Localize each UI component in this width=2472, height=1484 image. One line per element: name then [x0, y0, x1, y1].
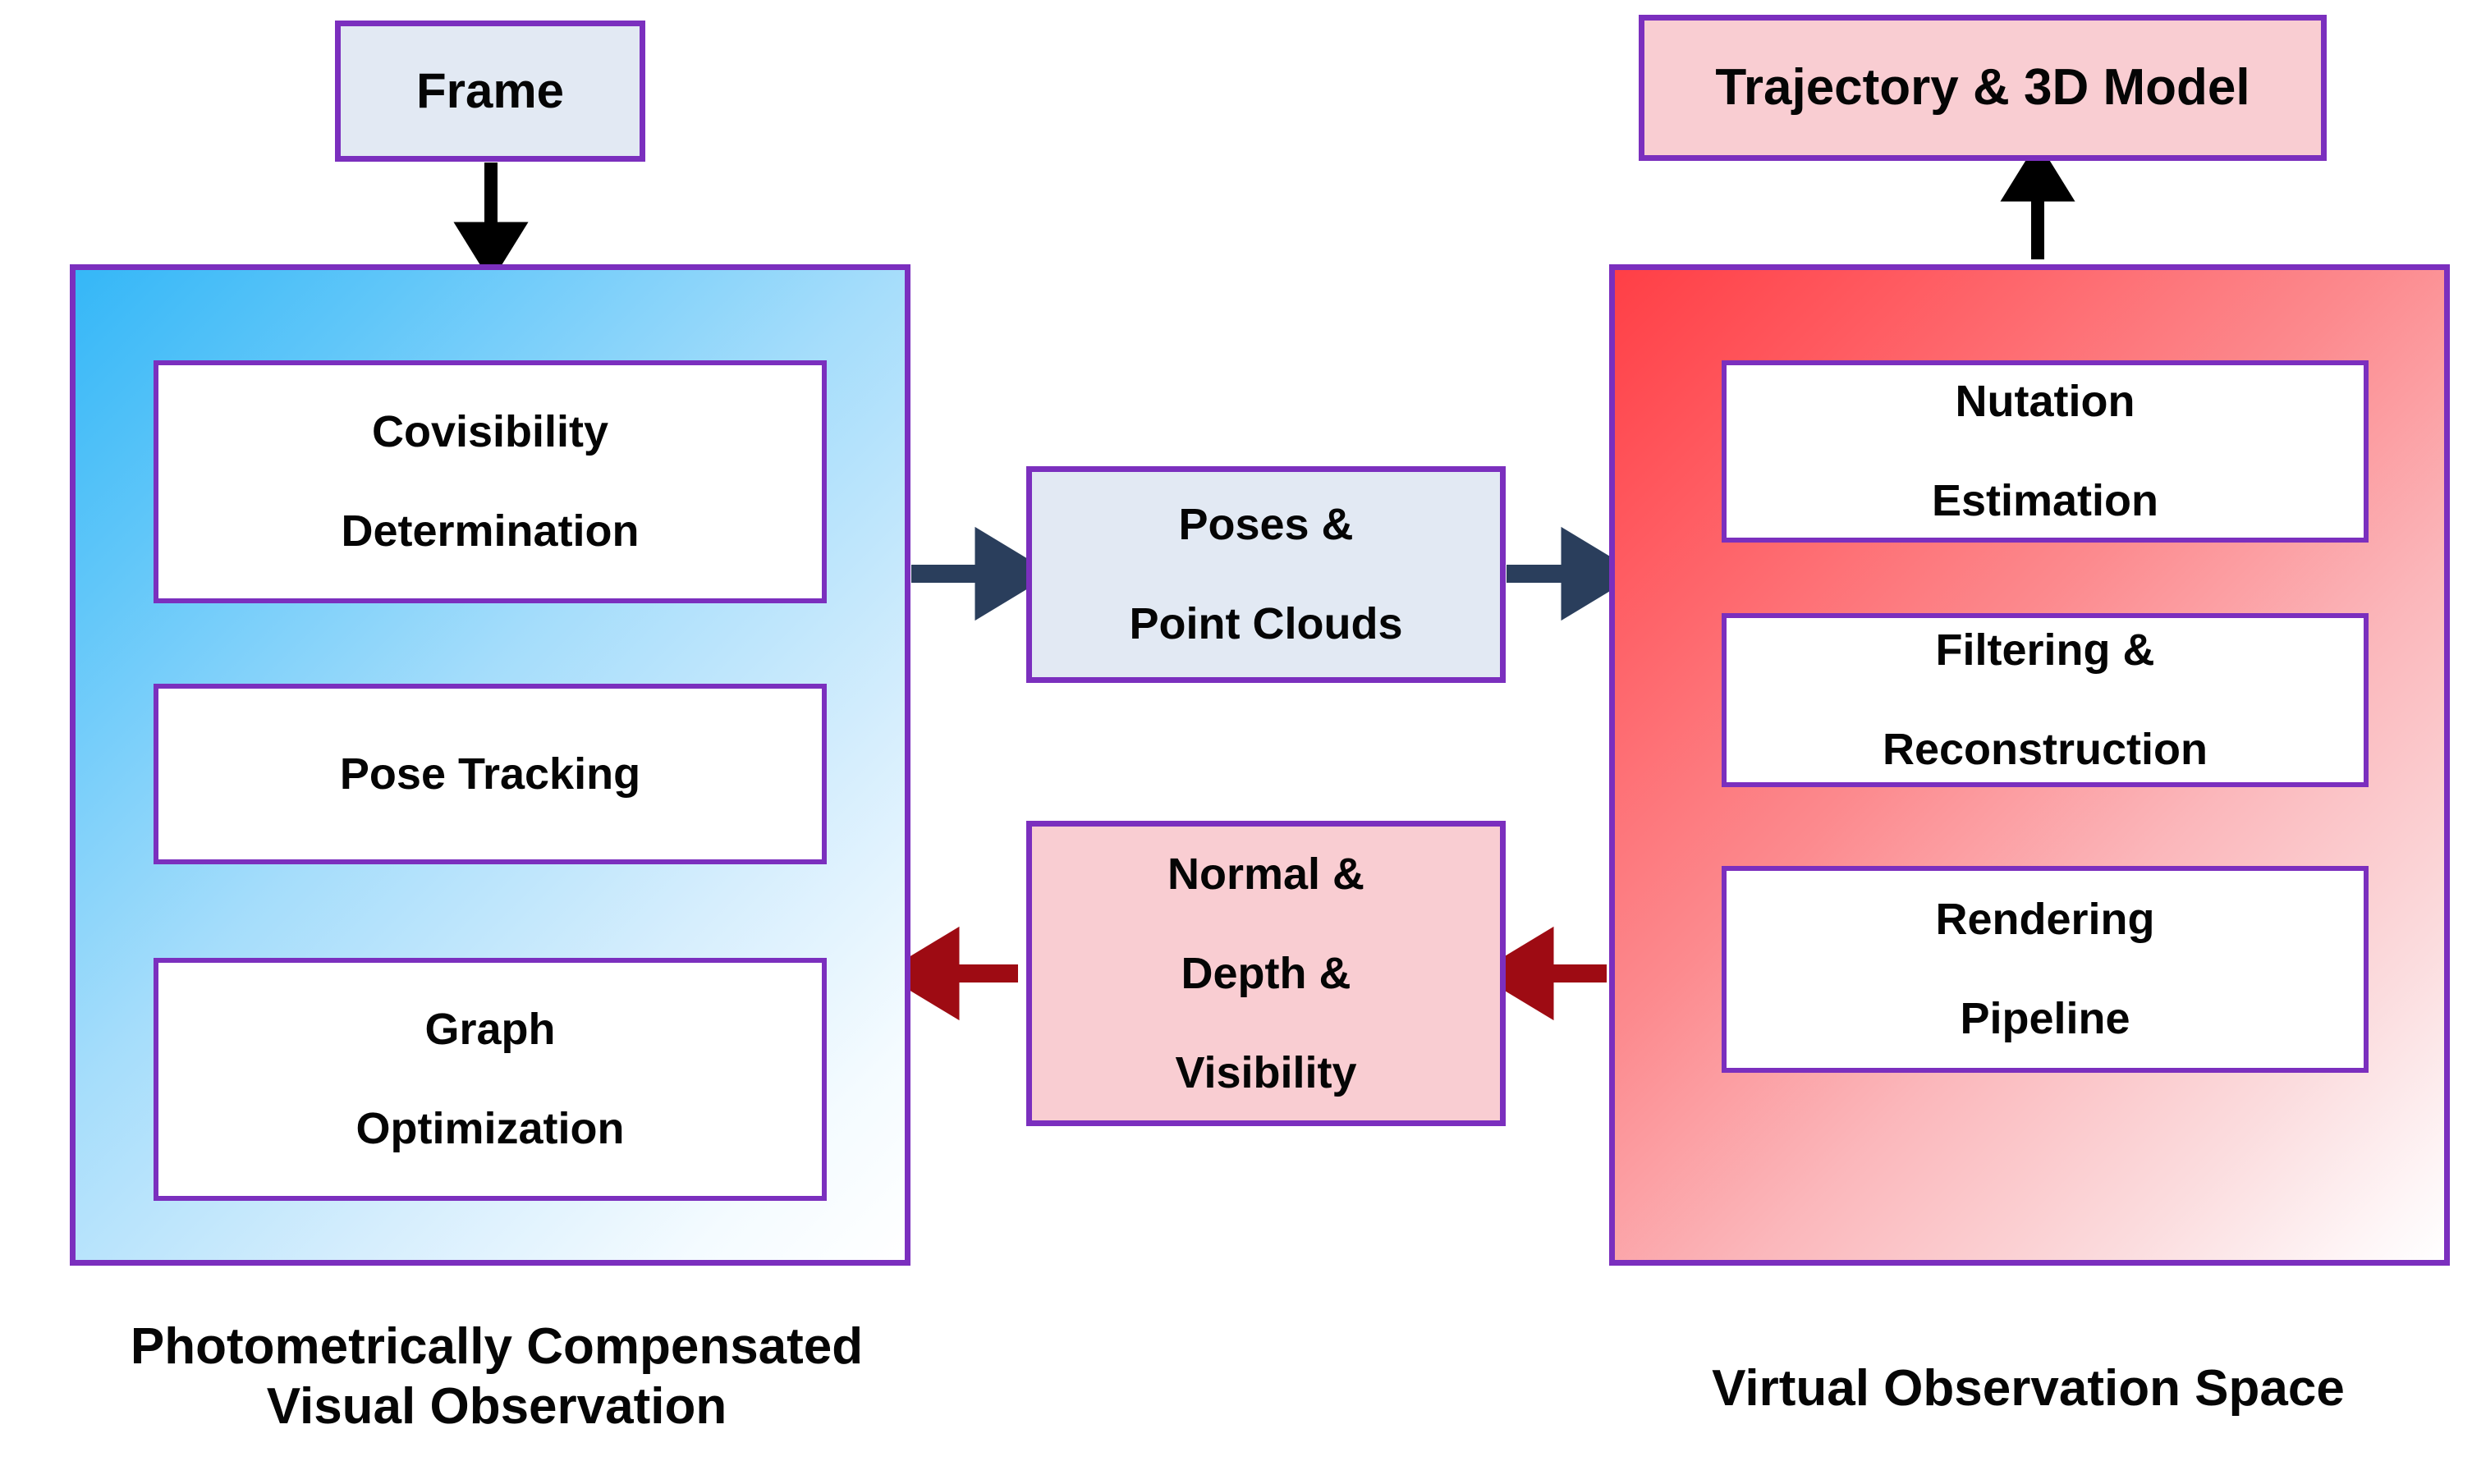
module-nutation-estimation-line1: Nutation: [1955, 377, 2135, 427]
module-filtering-reconstruction[interactable]: Filtering & Reconstruction: [1722, 613, 2369, 787]
right-panel-caption-line1: Virtual Observation Space: [1712, 1360, 2345, 1417]
trajectory-3d-model-box[interactable]: Trajectory & 3D Model: [1639, 15, 2327, 161]
normal-depth-visibility-box[interactable]: Normal & Depth & Visibility: [1026, 821, 1506, 1126]
virtual-observation-space-panel[interactable]: Nutation Estimation Filtering & Reconstr…: [1609, 264, 2450, 1266]
right-panel-caption: Virtual Observation Space: [1585, 1358, 2472, 1418]
left-panel-caption-line2: Visual Observation: [266, 1378, 727, 1436]
module-rendering-pipeline-line2: Pipeline: [1960, 994, 2130, 1044]
module-filtering-reconstruction-line1: Filtering &: [1935, 625, 2155, 676]
normal-depth-visibility-line3: Visibility: [1175, 1047, 1357, 1097]
poses-point-clouds-line2: Point Clouds: [1129, 599, 1403, 649]
module-graph-optimization-line1: Graph: [424, 1005, 556, 1055]
frame-label: Frame: [415, 63, 565, 119]
module-pose-tracking[interactable]: Pose Tracking: [154, 684, 827, 864]
poses-point-clouds-line1: Poses &: [1178, 500, 1354, 550]
module-rendering-pipeline-line1: Rendering: [1935, 895, 2155, 945]
module-rendering-pipeline[interactable]: Rendering Pipeline: [1722, 866, 2369, 1073]
normal-depth-visibility-line2: Depth &: [1181, 948, 1351, 998]
poses-point-clouds-box[interactable]: Poses & Point Clouds: [1026, 466, 1506, 683]
module-pose-tracking-line1: Pose Tracking: [339, 749, 641, 799]
module-nutation-estimation-line2: Estimation: [1931, 476, 2159, 526]
module-nutation-estimation[interactable]: Nutation Estimation: [1722, 360, 2369, 543]
trajectory-3d-model-label: Trajectory & 3D Model: [1715, 59, 2250, 117]
module-covisibility-determination-line2: Determination: [341, 506, 640, 556]
normal-depth-visibility-line1: Normal &: [1167, 849, 1365, 899]
module-covisibility-determination-line1: Covisibility: [371, 407, 609, 457]
module-covisibility-determination[interactable]: Covisibility Determination: [154, 360, 827, 603]
frame-box[interactable]: Frame: [335, 21, 645, 162]
left-panel-caption: Photometrically Compensated Visual Obser…: [0, 1317, 993, 1436]
module-graph-optimization[interactable]: Graph Optimization: [154, 958, 827, 1201]
left-panel-caption-line1: Photometrically Compensated: [130, 1318, 864, 1375]
module-graph-optimization-line2: Optimization: [355, 1104, 625, 1154]
module-filtering-reconstruction-line2: Reconstruction: [1882, 725, 2208, 775]
photometrically-compensated-visual-observation-panel[interactable]: Covisibility Determination Pose Tracking…: [70, 264, 910, 1266]
